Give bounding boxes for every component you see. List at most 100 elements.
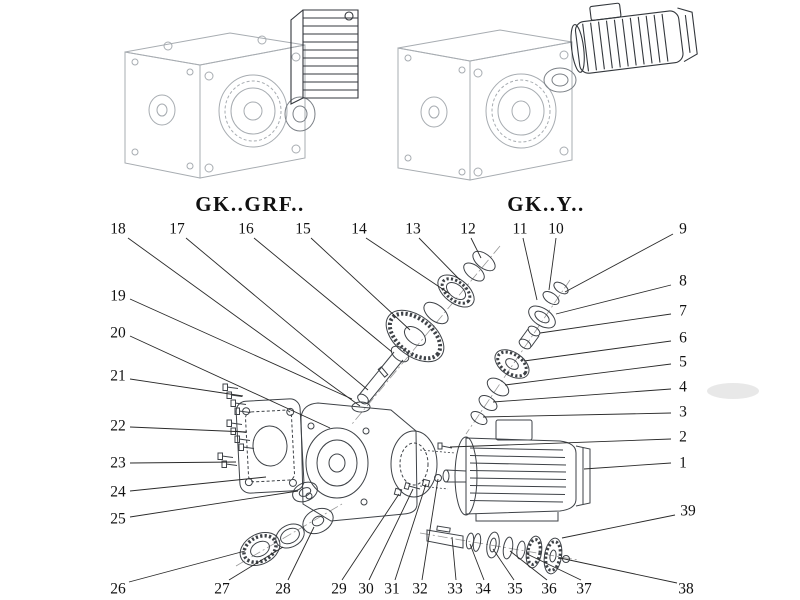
gearbox-y-illustration bbox=[397, 2, 698, 181]
leader-line-36 bbox=[509, 550, 548, 581]
output-cover-parts bbox=[239, 507, 334, 567]
output-bearing bbox=[486, 531, 500, 559]
part-number-26: 26 bbox=[110, 581, 126, 598]
part-number-13: 13 bbox=[405, 221, 421, 238]
part-number-19: 19 bbox=[110, 288, 126, 305]
leader-line-34 bbox=[469, 543, 485, 581]
model-title-grf: GK..GRF.. bbox=[195, 192, 305, 216]
leader-line-7 bbox=[539, 313, 672, 334]
part-number-12: 12 bbox=[460, 221, 476, 238]
leader-line-35 bbox=[492, 548, 515, 581]
input-shaft-parts bbox=[357, 250, 496, 405]
leader-line-28 bbox=[287, 526, 315, 581]
leader-line-5 bbox=[504, 363, 672, 386]
ring-gear bbox=[239, 531, 281, 567]
y-motor-adapter bbox=[543, 67, 577, 93]
part-number-31: 31 bbox=[384, 581, 400, 598]
watermark-smudge bbox=[707, 383, 759, 399]
leader-line-9 bbox=[564, 233, 674, 293]
leader-line-19 bbox=[129, 298, 353, 400]
exploded-view bbox=[217, 245, 591, 575]
flange-bolts bbox=[217, 383, 255, 468]
part-number-34: 34 bbox=[475, 581, 491, 598]
part-number-7: 7 bbox=[679, 303, 687, 320]
part-number-8: 8 bbox=[679, 273, 687, 290]
part-number-18: 18 bbox=[110, 221, 126, 238]
leader-line-33 bbox=[451, 536, 457, 581]
part-number-10: 10 bbox=[548, 221, 564, 238]
part-number-20: 20 bbox=[110, 325, 126, 342]
grf-input-adapter bbox=[284, 96, 316, 132]
part-number-37: 37 bbox=[576, 581, 592, 598]
bearing-cover bbox=[302, 507, 334, 535]
leader-line-30 bbox=[368, 488, 414, 581]
part-number-9: 9 bbox=[679, 221, 687, 238]
leader-line-23 bbox=[129, 461, 237, 464]
part-number-1: 1 bbox=[679, 455, 687, 472]
leader-line-2 bbox=[449, 438, 672, 448]
part-number-33: 33 bbox=[447, 581, 463, 598]
output-gear-large bbox=[543, 537, 563, 575]
leader-line-37 bbox=[526, 553, 582, 581]
leader-line-32 bbox=[421, 478, 439, 581]
leader-line-6 bbox=[523, 340, 672, 362]
pinion-shaft bbox=[518, 325, 541, 350]
leader-line-20 bbox=[129, 335, 331, 429]
part-number-21: 21 bbox=[110, 368, 126, 385]
pinion-bearing bbox=[528, 305, 556, 329]
part-number-2: 2 bbox=[679, 429, 687, 446]
leader-line-17 bbox=[185, 237, 369, 391]
part-number-5: 5 bbox=[679, 354, 687, 371]
part-number-30: 30 bbox=[358, 581, 374, 598]
input-bearing bbox=[437, 274, 475, 308]
leader-line-27 bbox=[228, 546, 284, 581]
part-number-28: 28 bbox=[275, 581, 291, 598]
leader-line-21 bbox=[129, 378, 244, 397]
part-number-32: 32 bbox=[412, 581, 428, 598]
part-number-27: 27 bbox=[214, 581, 230, 598]
part-number-36: 36 bbox=[541, 581, 557, 598]
output-shaft-assembly bbox=[426, 525, 570, 575]
part-number-38: 38 bbox=[678, 581, 694, 598]
part-number-16: 16 bbox=[238, 221, 254, 238]
leader-line-3 bbox=[482, 412, 672, 418]
part-number-17: 17 bbox=[169, 221, 185, 238]
part-number-15: 15 bbox=[295, 221, 311, 238]
part-number-23: 23 bbox=[110, 455, 126, 472]
part-number-4: 4 bbox=[679, 379, 687, 396]
leader-line-18 bbox=[127, 237, 361, 407]
leader-line-24 bbox=[129, 476, 267, 492]
part-number-3: 3 bbox=[679, 404, 687, 421]
part-number-35: 35 bbox=[507, 581, 523, 598]
leader-line-11 bbox=[522, 237, 538, 301]
leader-line-38 bbox=[559, 557, 678, 584]
leader-line-1 bbox=[583, 462, 672, 470]
pinion-gear bbox=[494, 349, 530, 379]
leader-line-29 bbox=[341, 493, 400, 581]
part-number-24: 24 bbox=[110, 484, 126, 501]
leader-line-25 bbox=[129, 490, 299, 518]
motor-stud bbox=[437, 442, 453, 450]
part-number-39: 39 bbox=[680, 503, 696, 520]
leader-line-14 bbox=[365, 237, 451, 295]
part-number-6: 6 bbox=[679, 330, 687, 347]
part-number-22: 22 bbox=[110, 418, 126, 435]
gear-housing bbox=[300, 401, 438, 522]
gearbox-grf-illustration bbox=[124, 9, 359, 179]
retaining-ring bbox=[275, 523, 305, 549]
motor-pinion-parts bbox=[470, 281, 569, 426]
leader-line-31 bbox=[394, 483, 427, 581]
part-number-11: 11 bbox=[513, 221, 528, 238]
grf-finned-cover bbox=[290, 9, 359, 105]
leader-line-15 bbox=[310, 237, 411, 331]
leader-line-4 bbox=[492, 388, 672, 403]
y-electric-motor bbox=[570, 2, 698, 74]
leader-line-8 bbox=[555, 284, 672, 315]
model-title-y: GK..Y.. bbox=[507, 192, 585, 216]
leader-line-16 bbox=[253, 237, 393, 353]
leader-line-10 bbox=[548, 237, 557, 291]
leader-line-13 bbox=[418, 237, 461, 281]
part-number-25: 25 bbox=[110, 511, 126, 528]
